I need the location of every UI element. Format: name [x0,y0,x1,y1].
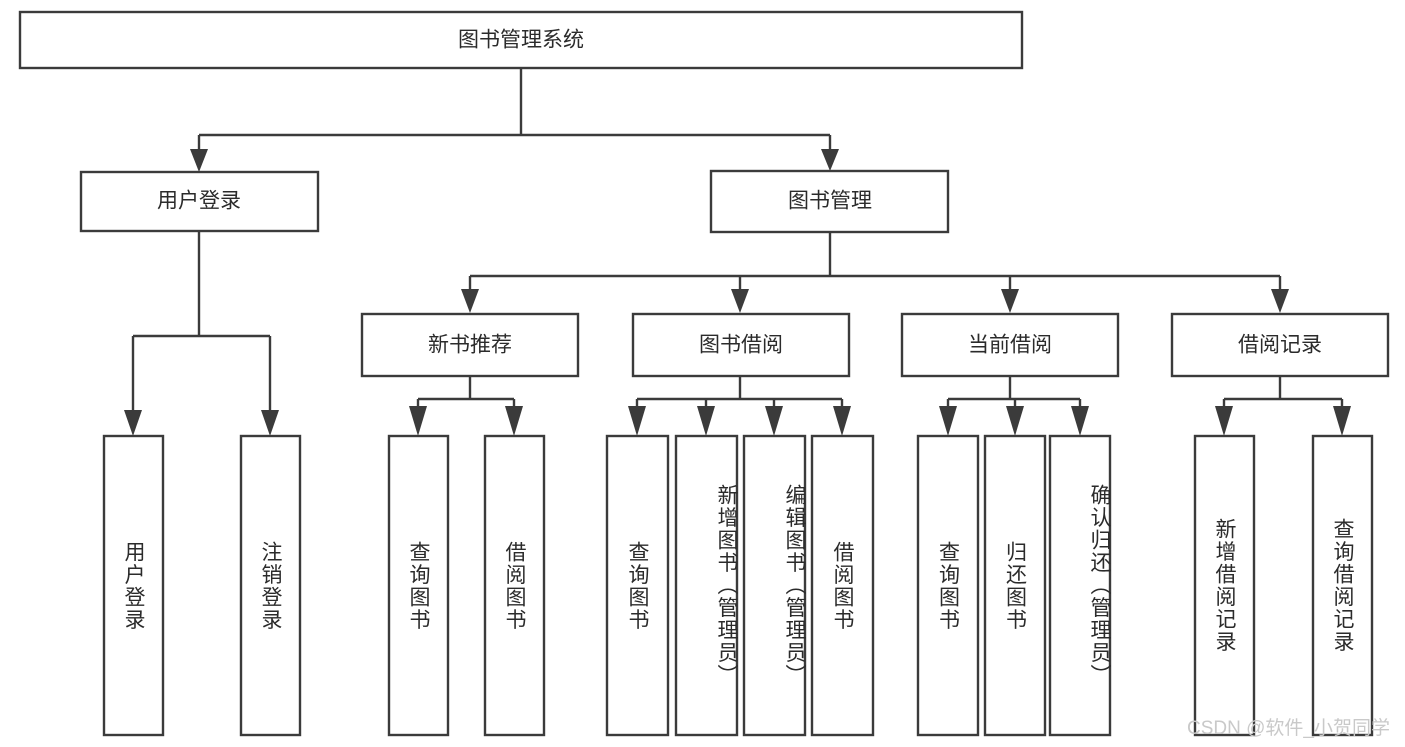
node-book-management-box[interactable] [709,169,950,234]
leaf-user-login-box[interactable] [102,434,165,737]
arrow-head-leaf-borrow-book-2 [833,406,851,436]
leaf-add-book-box[interactable] [674,434,739,737]
node-current-borrow[interactable]: 当前借阅 [900,312,1120,378]
node-borrow-record[interactable]: 借阅记录 [1170,312,1390,378]
node-root-box[interactable] [18,10,1024,70]
leaf-query-book-1-box[interactable] [387,434,450,737]
arrow-head-leaf-borrow-book-1 [505,406,523,436]
node-root[interactable]: 图书管理系统 [18,10,1024,70]
connector-layer [124,68,1351,436]
arrow-head-new-book-recommend [461,289,479,313]
node-book-borrow-box[interactable] [631,312,851,378]
node-new-book-recommend-label: 新书推荐 [428,334,512,357]
leaf-logout-login-box[interactable] [239,434,302,737]
arrow-head-leaf-query-book-3 [939,406,957,436]
arrow-head-leaf-add-record [1215,406,1233,436]
arrow-head-leaf-add-book [697,406,715,436]
arrow-head-borrow-record [1271,289,1289,313]
arrow-head-user-login [190,149,208,172]
node-new-book-recommend-box[interactable] [360,312,580,378]
arrow-head-leaf-query-record [1333,406,1351,436]
arrow-head-leaf-confirm-return [1071,406,1089,436]
node-current-borrow-box[interactable] [900,312,1120,378]
node-user-login[interactable]: 用户登录 [79,170,320,233]
node-book-management-label: 图书管理 [788,190,872,213]
node-new-book-recommend[interactable]: 新书推荐 [360,312,580,378]
arrow-head-leaf-logout-login [261,410,279,436]
arrow-head-leaf-edit-book [765,406,783,436]
node-current-borrow-label: 当前借阅 [968,334,1052,357]
arrow-head-book-management [821,149,839,171]
arrow-head-book-borrow [731,289,749,313]
leaf-return-book-box[interactable] [983,434,1047,737]
node-borrow-record-box[interactable] [1170,312,1390,378]
node-book-management[interactable]: 图书管理 [709,169,950,234]
leaf-query-book-3-box[interactable] [916,434,980,737]
node-user-login-label: 用户登录 [157,190,241,213]
leaf-query-book-2-box[interactable] [605,434,670,737]
arrow-head-current-borrow [1001,289,1019,313]
leaf-query-record-box[interactable] [1311,434,1374,737]
node-book-borrow[interactable]: 图书借阅 [631,312,851,378]
arrow-head-leaf-user-login [124,410,142,436]
node-root-label: 图书管理系统 [458,29,584,52]
arrow-head-leaf-return-book [1006,406,1024,436]
leaf-box-layer [102,434,1374,737]
node-book-borrow-label: 图书借阅 [699,334,783,357]
leaf-borrow-book-1-box[interactable] [483,434,546,737]
node-borrow-record-label: 借阅记录 [1238,334,1322,357]
leaf-add-record-box[interactable] [1193,434,1256,737]
leaf-borrow-book-2-box[interactable] [810,434,875,737]
watermark-text: CSDN @软件_小贺同学 [1187,718,1390,739]
node-user-login-box[interactable] [79,170,320,233]
arrow-head-leaf-query-book-2 [628,406,646,436]
arrow-head-leaf-query-book-1 [409,406,427,436]
leaf-edit-book-box[interactable] [742,434,807,737]
leaf-confirm-return-box[interactable] [1048,434,1112,737]
